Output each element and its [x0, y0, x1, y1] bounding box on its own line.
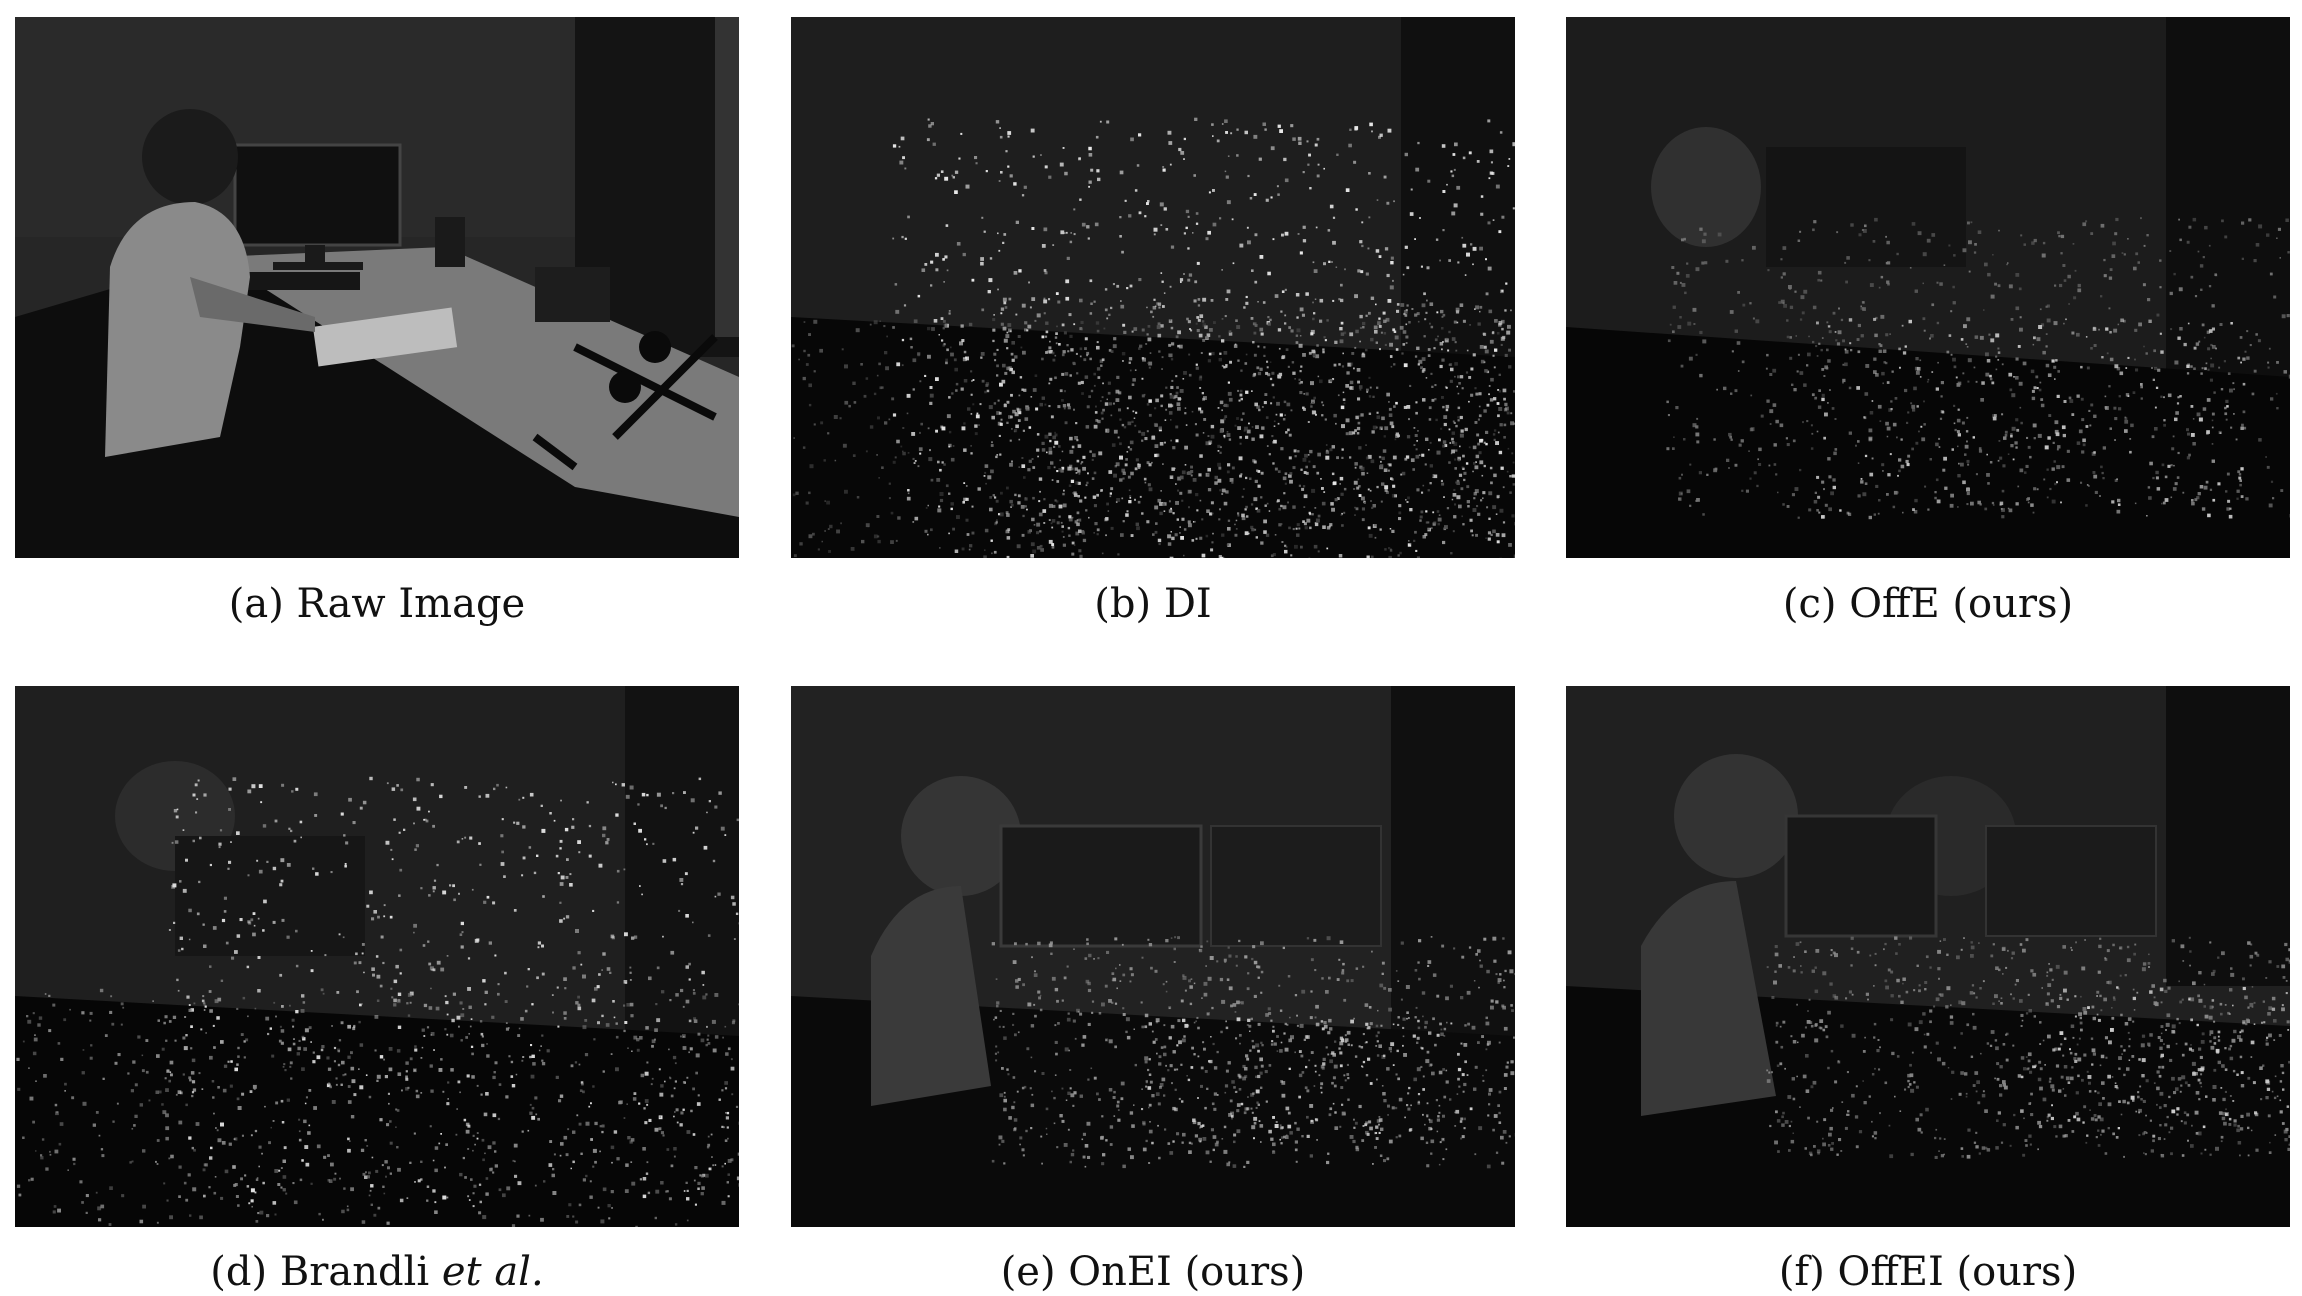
di-reconstruction: [791, 17, 1515, 558]
brandli-reconstruction: [15, 686, 739, 1227]
panel-e-onei: [791, 686, 1515, 1227]
caption-b: (b) DI: [1094, 581, 1212, 627]
caption-d-italic: et al.: [441, 1249, 544, 1295]
caption-c: (c) OffE (ours): [1782, 581, 2074, 627]
caption-e: (e) OnEI (ours): [1000, 1249, 1306, 1295]
onei-reconstruction: [791, 686, 1515, 1227]
panel-b-di: [791, 17, 1515, 558]
panel-a-raw-image: [15, 17, 739, 558]
caption-f: (f) OffEI (ours): [1778, 1249, 2078, 1295]
offe-reconstruction: [1566, 17, 2290, 558]
caption-d-text: (d) Brandli: [210, 1249, 442, 1295]
raw-image-scene: [15, 17, 739, 558]
offei-reconstruction: [1566, 686, 2290, 1227]
panel-c-offe: [1566, 17, 2290, 558]
panel-d-brandli: [15, 686, 739, 1227]
caption-d: (d) Brandli et al.: [15, 1248, 739, 1296]
panel-f-offei: [1566, 686, 2290, 1227]
caption-a: (a) Raw Image: [228, 581, 526, 627]
